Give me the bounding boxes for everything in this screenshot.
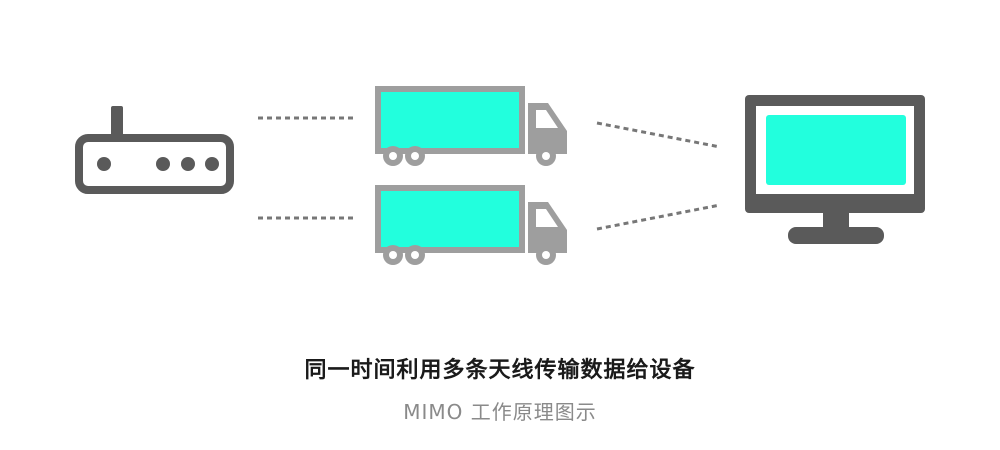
truck-icon bbox=[375, 86, 567, 166]
diagram-caption-subtitle: MIMO 工作原理图示 bbox=[403, 400, 597, 424]
signal-line-upper-right bbox=[596, 121, 721, 149]
mimo-diagram bbox=[75, 86, 925, 265]
truck-icon bbox=[375, 185, 567, 265]
router-icon bbox=[75, 106, 234, 194]
signal-line-lower-right bbox=[596, 203, 721, 231]
diagram-caption-title: 同一时间利用多条天线传输数据给设备 bbox=[304, 358, 696, 383]
monitor-icon bbox=[745, 95, 925, 244]
